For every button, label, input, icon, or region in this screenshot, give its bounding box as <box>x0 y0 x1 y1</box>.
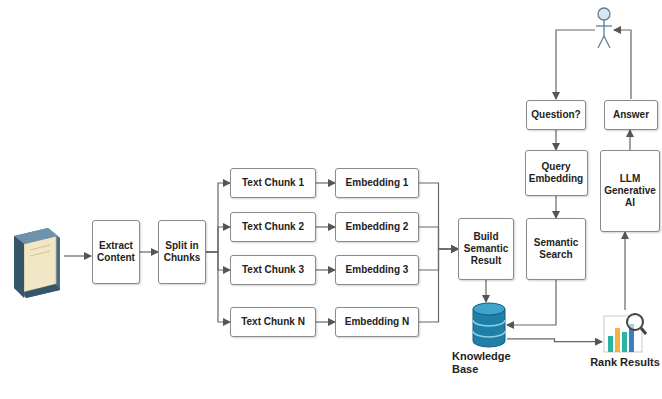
answer-user-arrow <box>614 30 631 99</box>
flow-arrow <box>206 227 230 252</box>
process-box: Semantic Search <box>526 218 586 280</box>
process-box: Text Chunk 1 <box>230 168 316 198</box>
text-wrap: LLM Generative AI <box>604 173 656 209</box>
text-wrap: Query Embedding <box>529 161 584 185</box>
text-wrap: Embedding 3 <box>346 264 409 276</box>
process-box: Extract Content <box>92 220 140 284</box>
process-box: Query Embedding <box>525 150 588 196</box>
text-wrap: Text Chunk 1 <box>242 177 304 189</box>
text-wrap: Text Chunk 2 <box>242 221 304 233</box>
text-wrap: Embedding 2 <box>346 221 409 233</box>
flow-arrow <box>555 130 556 150</box>
flow-arrow <box>555 196 556 218</box>
node-label: Answer <box>613 109 649 121</box>
text-wrap: Rank Results <box>590 354 660 369</box>
process-box: Embedding 1 <box>335 168 419 198</box>
process-box: LLM Generative AI <box>600 150 660 232</box>
flow-arrow <box>419 183 458 249</box>
knowledge-base-node: Knowledge Base <box>452 302 526 382</box>
node-label: LLM Generative AI <box>604 173 656 209</box>
flow-arrow <box>206 183 230 252</box>
node-label: Embedding 1 <box>346 177 409 189</box>
node-label: Rank Results <box>590 356 660 369</box>
text-wrap: Question? <box>531 109 580 121</box>
flow-arrow <box>624 232 625 310</box>
book-arrow <box>64 255 91 256</box>
process-box: Embedding 2 <box>335 212 419 242</box>
node-label: Build Semantic Result <box>462 231 510 267</box>
process-box: Split in Chunks <box>158 220 206 284</box>
node-label: Knowledge Base <box>452 350 526 376</box>
flow-arrow <box>140 251 158 252</box>
text-wrap: Split in Chunks <box>162 240 202 264</box>
flow-arrow <box>419 249 458 322</box>
user-question-arrow <box>556 30 595 99</box>
process-box: Text Chunk N <box>230 307 316 337</box>
text-wrap: Embedding 1 <box>346 177 409 189</box>
node-label: Query Embedding <box>529 161 584 185</box>
book-icon <box>14 228 60 298</box>
process-box: Embedding 3 <box>335 255 419 285</box>
flow-arrow <box>485 280 486 302</box>
flow-arrow <box>316 321 335 322</box>
node-label: Embedding 2 <box>346 221 409 233</box>
text-wrap: Semantic Search <box>530 237 582 261</box>
text-wrap: Build Semantic Result <box>462 231 510 267</box>
process-box: Answer <box>604 100 658 130</box>
process-box: Embedding N <box>335 307 419 337</box>
node-label: Embedding 3 <box>346 264 409 276</box>
flow-arrow <box>507 280 556 325</box>
node-label: Split in Chunks <box>162 240 202 264</box>
flow-arrow <box>629 130 630 150</box>
text-wrap: Answer <box>613 109 649 121</box>
node-label: Text Chunk 3 <box>242 264 304 276</box>
flow-arrow <box>316 226 335 227</box>
flow-arrow <box>419 227 458 249</box>
rank-chart-icon <box>602 310 648 354</box>
node-label: Semantic Search <box>530 237 582 261</box>
text-wrap: Knowledge Base <box>452 348 526 376</box>
process-box: Question? <box>526 100 586 130</box>
node-label: Text Chunk 2 <box>242 221 304 233</box>
node-label: Text Chunk N <box>241 316 305 328</box>
flow-arrow <box>507 339 602 342</box>
text-wrap: Extract Content <box>96 240 136 264</box>
node-label: Text Chunk 1 <box>242 177 304 189</box>
database-cylinder <box>471 302 507 348</box>
text-wrap: Embedding N <box>345 316 409 328</box>
flow-arrow <box>316 269 335 270</box>
flow-arrow <box>316 182 335 183</box>
node-label: Extract Content <box>96 240 136 264</box>
process-box: Text Chunk 3 <box>230 255 316 285</box>
text-wrap: Text Chunk N <box>241 316 305 328</box>
process-box: Build Semantic Result <box>458 218 514 280</box>
process-box: Text Chunk 2 <box>230 212 316 242</box>
node-label: Question? <box>531 109 580 121</box>
rank-results-node: Rank Results <box>590 310 660 392</box>
flow-arrow <box>206 252 230 322</box>
node-label: Embedding N <box>345 316 409 328</box>
person-icon <box>596 8 612 48</box>
text-wrap: Text Chunk 3 <box>242 264 304 276</box>
